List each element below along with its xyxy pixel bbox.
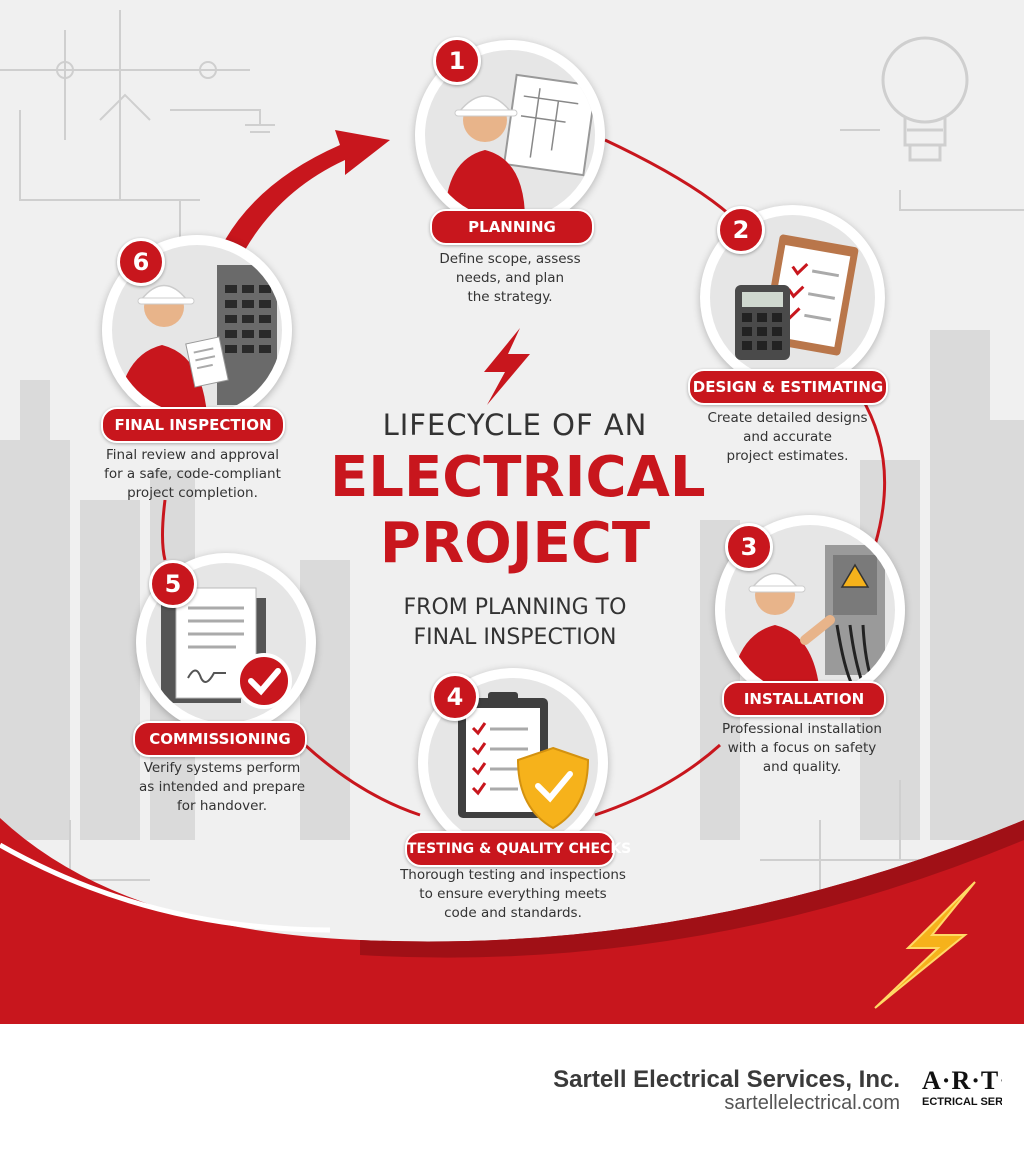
step-2-description: Create detailed designs and accurate pro… xyxy=(707,410,868,464)
checklist-shield-icon xyxy=(458,692,590,830)
step-4-number: 4 xyxy=(431,673,479,721)
title-line-3: PROJECT xyxy=(379,511,651,576)
step-4-illustration xyxy=(418,668,608,858)
step-2-number: 2 xyxy=(717,206,765,254)
swoosh-highlight xyxy=(0,842,331,933)
step-2-label: DESIGN & ESTIMATING xyxy=(688,369,888,405)
step-3-label: INSTALLATION xyxy=(722,681,886,717)
footer: Sartell Electrical Services, Inc. sartel… xyxy=(0,1024,1024,1154)
logo-wordmark: A·R·T·I xyxy=(922,1066,1002,1095)
step-4-label: TESTING & QUALITY CHECKS xyxy=(405,831,631,867)
step-1-label: PLANNING xyxy=(430,209,594,245)
step-4-description: Thorough testing and inspections to ensu… xyxy=(400,867,626,921)
signed-document-icon xyxy=(161,587,292,709)
logo-tagline: ECTRICAL SERV xyxy=(922,1096,1002,1108)
subtitle-line-2: FINAL INSPECTION xyxy=(413,625,617,650)
infographic: LIFECYCLE OF AN ELECTRICAL PROJECT FROM … xyxy=(0,0,1024,1024)
lightning-bolt-icon xyxy=(874,881,976,1009)
step-3-description: Professional installation with a focus o… xyxy=(722,721,882,775)
step-5-description: Verify systems perform as intended and p… xyxy=(138,760,305,814)
skyline-background xyxy=(0,330,1024,840)
step-1-number: 1 xyxy=(433,37,481,85)
center-title: LIFECYCLE OF AN ELECTRICAL PROJECT FROM … xyxy=(330,405,706,653)
company-name: Sartell Electrical Services, Inc. xyxy=(553,1066,900,1093)
company-logo: A·R·T·I ECTRICAL SERV xyxy=(922,1066,1002,1116)
subtitle-line-1: FROM PLANNING TO xyxy=(403,595,627,620)
background-art xyxy=(0,10,1024,1024)
lightbulb-icon xyxy=(881,36,969,162)
step-6-label: FINAL INSPECTION xyxy=(101,407,285,443)
title-line-2: ELECTRICAL xyxy=(330,445,706,510)
step-5-label: COMMISSIONING xyxy=(133,721,307,757)
company-website-link[interactable]: sartellelectrical.com xyxy=(724,1092,900,1114)
step-2-illustration xyxy=(700,205,885,390)
step-3-number: 3 xyxy=(725,523,773,571)
step-6-description: Final review and approval for a safe, co… xyxy=(104,447,281,501)
cycle-arrow xyxy=(225,130,390,250)
red-swoosh xyxy=(0,818,1024,1024)
swoosh-shadow xyxy=(360,820,1024,958)
step-6-number: 6 xyxy=(117,238,165,286)
step-5-number: 5 xyxy=(149,560,197,608)
step-1-description: Define scope, assess needs, and plan the… xyxy=(439,251,581,305)
clipboard-calculator-icon xyxy=(735,234,859,360)
title-line-1: LIFECYCLE OF AN xyxy=(382,408,648,442)
step-1-illustration xyxy=(415,40,605,230)
planner-blueprint-icon xyxy=(445,73,595,220)
cycle-ring xyxy=(161,138,887,817)
center-bolt-icon xyxy=(484,328,530,405)
